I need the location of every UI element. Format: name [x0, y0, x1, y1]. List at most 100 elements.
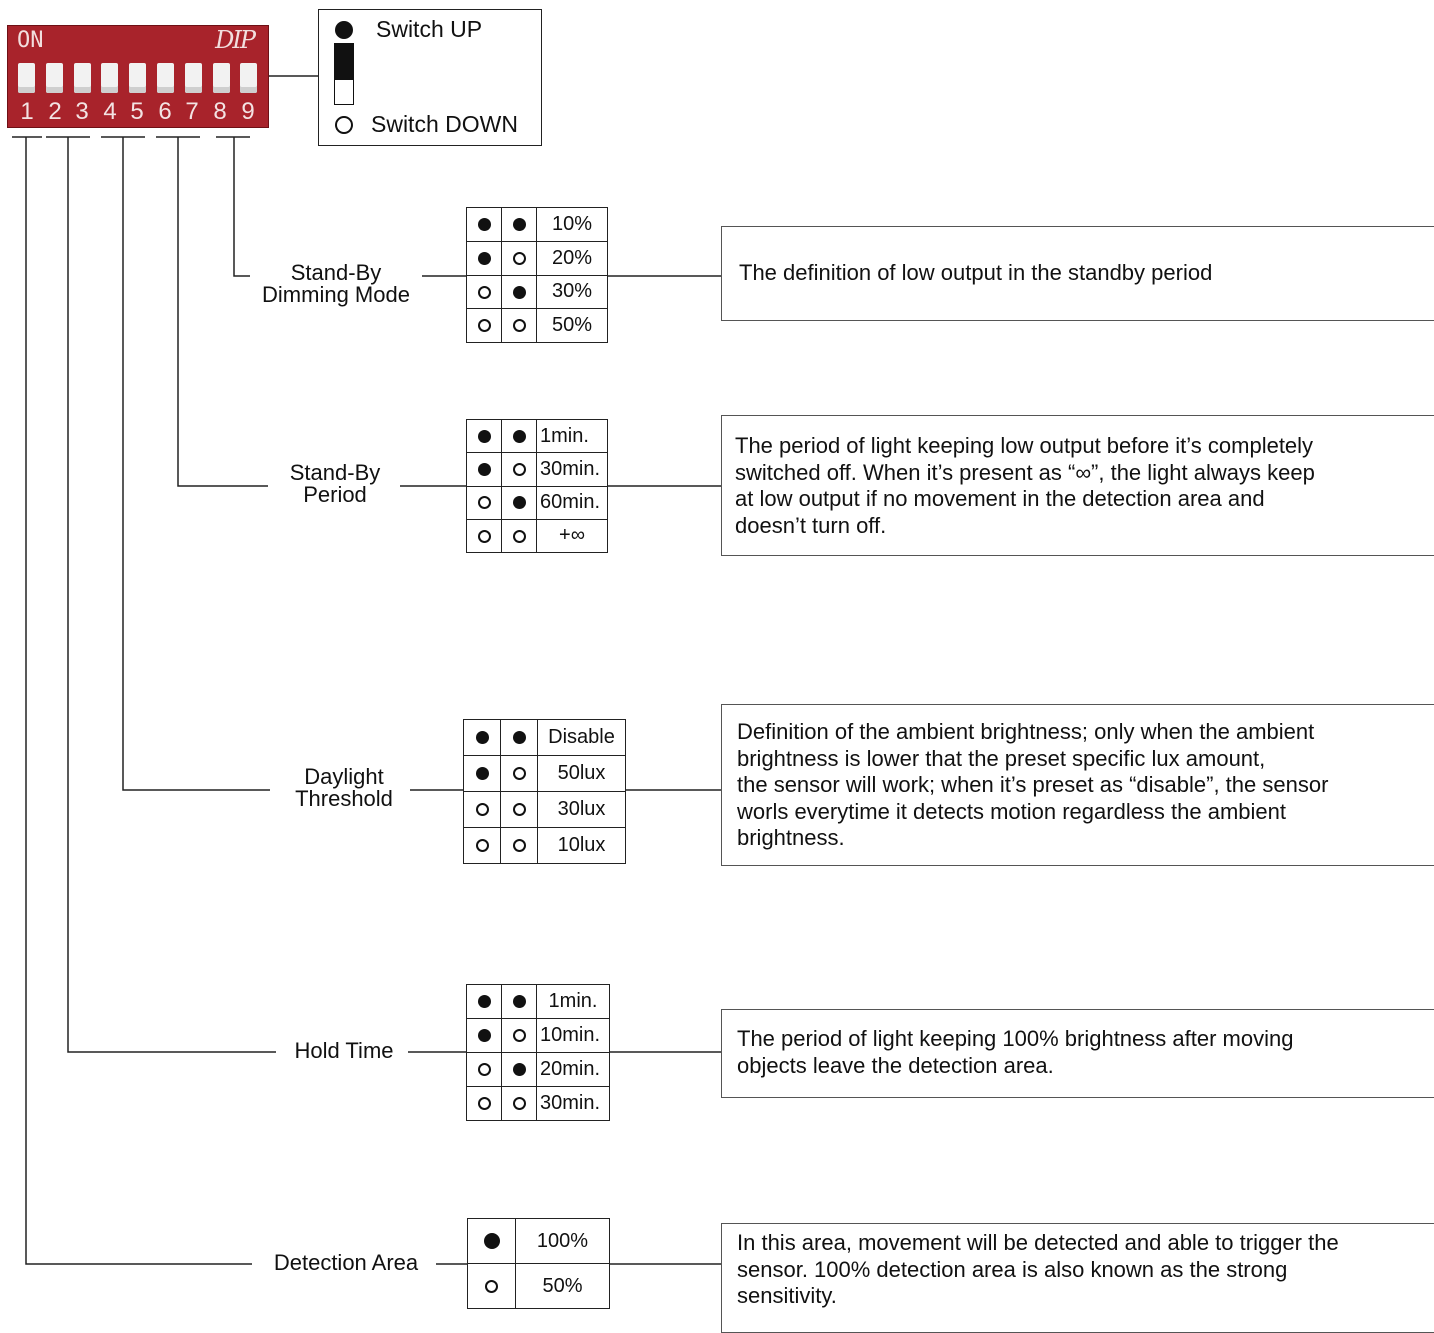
switch-up-icon	[335, 21, 353, 39]
dip-rocker-5[interactable]	[129, 63, 146, 93]
option-value: 10lux	[537, 827, 626, 864]
table-row: 30%	[466, 274, 608, 310]
standby-dimming-label-line1: Stand-By	[290, 260, 382, 285]
standby-dimming-label: Stand-By Dimming Mode	[250, 262, 422, 306]
description-line: objects leave the detection area.	[737, 1052, 1054, 1078]
table-row: 10min.	[466, 1018, 610, 1053]
option-value: 1min.	[536, 984, 610, 1019]
switch-down-icon	[335, 116, 353, 134]
switch-down-icon	[477, 285, 491, 299]
option-value: 50%	[536, 308, 608, 343]
dip-rocker-7[interactable]	[185, 63, 202, 93]
standby-dimming-description: The definition of low output in the stan…	[721, 226, 1434, 321]
description-line: doesn’t turn off.	[735, 512, 887, 538]
dip-number-2: 2	[48, 98, 62, 125]
description-line: The period of light keeping 100% brightn…	[737, 1026, 1294, 1051]
switch-down-icon	[512, 839, 526, 853]
option-value: 20min.	[536, 1052, 610, 1087]
switch-up-icon	[477, 463, 491, 477]
table-row: 20min.	[466, 1052, 610, 1087]
table-row: Disable	[463, 719, 626, 756]
switch-up-icon	[477, 1029, 491, 1043]
switch-up-icon	[477, 251, 491, 265]
option-value: 10%	[536, 207, 608, 242]
dip-number-8: 8	[213, 98, 227, 125]
table-row: 50%	[467, 1263, 610, 1309]
detection-area-description: In this area, movement will be detected …	[721, 1223, 1434, 1333]
standby-period-description: The period of light keeping low output b…	[721, 415, 1434, 556]
switch-down-icon	[475, 839, 489, 853]
switch-up-icon	[477, 995, 491, 1009]
switch-legend: Switch UP Switch DOWN	[318, 9, 542, 146]
switch-down-icon	[512, 803, 526, 817]
description-line: switched off. When it’s present as “∞”, …	[735, 459, 1315, 485]
dip-number-3: 3	[75, 98, 89, 125]
switch-down-icon	[512, 463, 526, 477]
table-row: 20%	[466, 240, 608, 276]
dip-rocker-4[interactable]	[101, 63, 118, 93]
dip-number-1: 1	[20, 98, 34, 125]
dip-rocker-1[interactable]	[18, 63, 35, 93]
dip-switch: ON DIP 1 2 3 4 5 6 7 8 9	[7, 25, 269, 128]
switch-down-icon	[512, 319, 526, 333]
dip-rocker-2[interactable]	[46, 63, 63, 93]
table-row: 50%	[466, 308, 608, 343]
dip-number-9: 9	[241, 98, 255, 125]
switch-down-icon	[512, 767, 526, 781]
option-value: 20%	[536, 240, 608, 276]
table-row: 30lux	[463, 791, 626, 828]
option-value: 100%	[515, 1218, 610, 1264]
switch-up-icon	[512, 496, 526, 510]
description-line: the sensor will work; when it’s preset a…	[737, 772, 1329, 797]
table-row: 10lux	[463, 827, 626, 864]
daylight-threshold-table: Disable 50lux 30lux 10lux	[463, 719, 626, 864]
switch-up-icon	[475, 731, 489, 745]
dip-number-5: 5	[130, 98, 144, 125]
switch-up-icon	[512, 995, 526, 1009]
switch-up-icon	[512, 218, 526, 232]
option-value: Disable	[537, 719, 626, 756]
switch-down-icon	[485, 1279, 498, 1293]
table-row: 30min.	[466, 452, 608, 487]
option-value: 1min.	[536, 418, 608, 454]
description-line: worls everytime it detects motion regard…	[737, 798, 1287, 824]
dip-number-4: 4	[103, 98, 117, 125]
table-row: 1min.	[466, 418, 608, 454]
switch-up-label: Switch UP	[376, 16, 483, 42]
hold-time-table: 1min. 10min. 20min. 30min.	[466, 984, 610, 1121]
description-line: Definition of the ambient brightness; on…	[737, 719, 1315, 744]
switch-down-label: Switch DOWN	[371, 111, 518, 137]
switch-down-icon	[512, 1029, 526, 1043]
hold-time-label: Hold Time	[280, 1040, 408, 1062]
description-line: sensitivity.	[737, 1283, 837, 1308]
dip-number-6: 6	[158, 98, 172, 125]
daylight-threshold-label-line2: Threshold	[295, 786, 393, 811]
switch-down-icon	[512, 1097, 526, 1111]
description-line: sensor. 100% detection area is also know…	[737, 1256, 1288, 1282]
hold-time-description: The period of light keeping 100% brightn…	[721, 1009, 1434, 1098]
switch-down-icon	[475, 803, 489, 817]
daylight-threshold-label: Daylight Threshold	[278, 766, 410, 810]
daylight-threshold-label-line1: Daylight	[304, 764, 384, 789]
dip-rocker-9[interactable]	[240, 63, 257, 93]
option-value: 30min.	[536, 452, 608, 487]
dip-rocker-6[interactable]	[157, 63, 174, 93]
switch-up-icon	[512, 429, 526, 443]
dip-rocker-3[interactable]	[74, 63, 91, 93]
description-line: at low output if no movement in the dete…	[735, 486, 1265, 511]
toggle-switch-icon	[334, 43, 354, 105]
dip-rocker-8[interactable]	[213, 63, 230, 93]
option-value: 50lux	[537, 755, 626, 792]
table-row: 30min.	[466, 1086, 610, 1121]
detection-area-label: Detection Area	[256, 1252, 436, 1274]
switch-down-icon	[512, 251, 526, 265]
standby-dimming-table: 10% 20% 30% 50%	[466, 207, 608, 343]
dip-number-7: 7	[185, 98, 199, 125]
description-text: The definition of low output in the stan…	[739, 260, 1213, 285]
switch-up-icon	[477, 218, 491, 232]
description-line: The period of light keeping low output b…	[735, 433, 1314, 458]
table-row: 1min.	[466, 984, 610, 1019]
standby-period-label: Stand-By Period	[270, 462, 400, 506]
standby-dimming-label-line2: Dimming Mode	[262, 282, 410, 307]
